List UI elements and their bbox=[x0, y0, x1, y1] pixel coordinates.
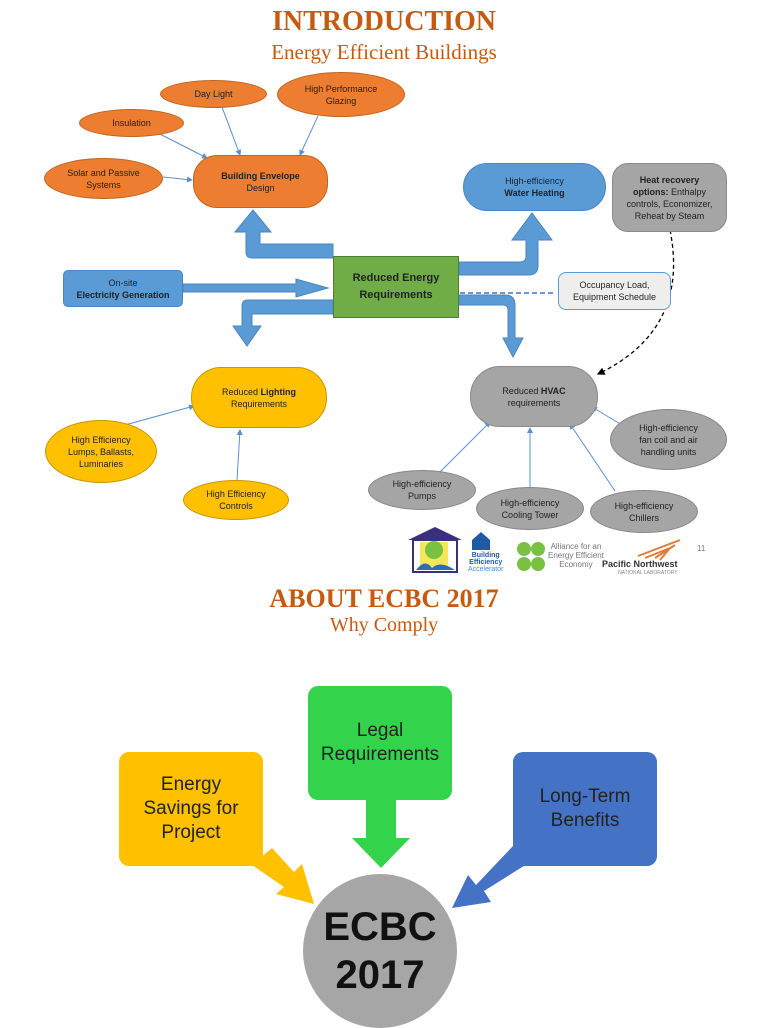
controls-label-1: High Efficiency bbox=[206, 489, 266, 499]
pumps-label-2: Pumps bbox=[407, 491, 436, 501]
longterm-label-1: Long-Term bbox=[539, 786, 631, 807]
hvac-label-2: HVAC bbox=[540, 385, 566, 396]
pumps-label-1: High-efficiency bbox=[392, 479, 452, 489]
day-light-label: Day Light bbox=[194, 89, 233, 99]
center-label-1: Reduced Energy bbox=[352, 272, 440, 284]
ecbc-subtitle: Why Comply bbox=[329, 614, 439, 636]
chillers-label-1: High-efficiency bbox=[614, 500, 674, 511]
lighting-label-2: Lighting bbox=[260, 386, 297, 397]
onsite-label-2: Electricity Generation bbox=[76, 289, 170, 300]
bea-text-2: Efficiency bbox=[469, 559, 503, 566]
chillers-label-2: Chillers bbox=[628, 512, 659, 523]
lighting-label-1: Reduced bbox=[221, 386, 261, 397]
energy-label-2: Savings for bbox=[143, 798, 239, 819]
pnnl-logo-icon bbox=[637, 539, 681, 561]
heat-recovery-label-3: Enthalpy controls, Economizer, Reheat by… bbox=[626, 187, 713, 221]
envelope-label-1: Building Envelope bbox=[221, 170, 300, 181]
cooling-label-2: Cooling Tower bbox=[501, 509, 559, 520]
longterm-label-2: Benefits bbox=[550, 810, 620, 831]
blue-arrow-icon bbox=[452, 846, 527, 908]
solar-label-2: Systems bbox=[86, 179, 121, 190]
yellow-arrow-icon bbox=[252, 848, 314, 904]
ecbc-title: ABOUT ECBC 2017 bbox=[269, 584, 499, 613]
lumps-label-1: High Efficiency bbox=[71, 434, 131, 445]
green-arrow-icon bbox=[352, 800, 410, 868]
energy-label-3: Project bbox=[161, 822, 221, 843]
hvac-label-3: requirements bbox=[507, 397, 561, 408]
ecbc-label-1: ECBC bbox=[323, 905, 437, 949]
lumps-label-2: Lumps, Ballasts, bbox=[67, 446, 135, 457]
heat-recovery-label-2: options: bbox=[632, 187, 669, 197]
page-number: 11 bbox=[697, 544, 706, 553]
fancoil-label-3: handling units bbox=[640, 446, 697, 457]
intro-subtitle: Energy Efficient Buildings bbox=[271, 40, 497, 64]
center-label-2: Requirements bbox=[359, 289, 433, 301]
occupancy-label-1: Occupancy Load, bbox=[579, 280, 650, 290]
day-light-node: Day Light bbox=[160, 80, 267, 108]
pnnl-text-1: Pacific Northwest bbox=[602, 559, 678, 569]
lumps-label-3: Luminaries bbox=[78, 458, 124, 469]
glazing-label-2: Glazing bbox=[325, 95, 357, 106]
legal-label-2: Requirements bbox=[320, 744, 440, 765]
fancoil-label-1: High-efficiency bbox=[639, 422, 698, 433]
pnnl-text-2: NATIONAL LABORATORY bbox=[618, 570, 678, 576]
ae-logo-icon bbox=[517, 542, 545, 571]
hvac-label-1: Reduced bbox=[502, 385, 541, 396]
legal-label-1: Legal bbox=[356, 720, 404, 741]
solar-label-1: Solar and Passive bbox=[67, 167, 140, 178]
ae-text-3: Economy bbox=[559, 560, 593, 569]
occupancy-node: Occupancy Load, Equipment Schedule bbox=[558, 272, 671, 310]
heat-recovery-label-1: Heat recovery bbox=[639, 175, 700, 185]
onsite-label-1: On-site bbox=[108, 277, 138, 288]
ecbc-label-2: 2017 bbox=[335, 953, 425, 997]
controls-label-2: Controls bbox=[219, 501, 253, 511]
logo-graphics bbox=[408, 527, 681, 573]
insulation-label: Insulation bbox=[112, 118, 151, 128]
lighting-label-3: Requirements bbox=[230, 398, 288, 409]
fancoil-label-2: fan coil and air bbox=[639, 434, 698, 445]
diagram-connectors bbox=[124, 106, 675, 492]
water-label-1: High-efficiency bbox=[505, 176, 564, 186]
glazing-label-1: High Performance bbox=[304, 83, 378, 94]
heat-recovery-node: Heat recovery options: Enthalpy controls,… bbox=[612, 163, 727, 232]
energy-label-1: Energy bbox=[160, 774, 222, 795]
occupancy-label-2: Equipment Schedule bbox=[572, 292, 657, 302]
bea-text-3: Accelerator bbox=[468, 566, 504, 573]
house-logo-icon bbox=[408, 527, 462, 573]
insulation-node: Insulation bbox=[79, 109, 184, 137]
cooling-label-1: High-efficiency bbox=[500, 497, 560, 508]
ae-text-2: Energy Efficient bbox=[548, 551, 604, 560]
bea-text-1: Building bbox=[471, 552, 500, 559]
bea-logo-icon bbox=[472, 532, 490, 550]
intro-title: INTRODUCTION bbox=[271, 6, 497, 37]
ae-text-1: Alliance for an bbox=[550, 542, 602, 551]
envelope-label-2: Design bbox=[246, 182, 275, 193]
water-label-2: Water Heating bbox=[504, 188, 565, 198]
